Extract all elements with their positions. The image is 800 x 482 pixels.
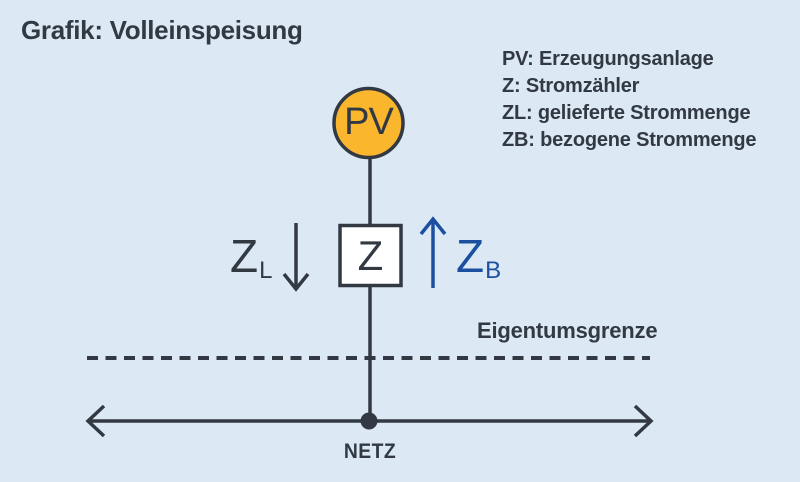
grid-label: NETZ	[343, 440, 397, 463]
z-delivered-label: ZL	[230, 230, 272, 283]
legend-item-pv: PV: Erzeugungsanlage	[502, 48, 714, 70]
meter-box	[338, 223, 403, 288]
right-arrowhead-icon	[633, 404, 654, 438]
pv-circle	[332, 86, 405, 160]
z-drawn-subscript: B	[485, 257, 502, 284]
legend-item-zb: ZB: bezogene Strommenge	[502, 129, 757, 151]
legend-item-z: Z: Stromzähler	[502, 75, 640, 97]
z-delivered-subscript: L	[259, 257, 273, 284]
property-boundary-label: Eigentumsgrenze	[477, 318, 658, 343]
page-title: Grafik: Volleinspeisung	[21, 15, 303, 45]
legend: PV: Erzeugungsanlage Z: Stromzähler ZL: …	[502, 46, 757, 154]
z-delivered-base: Z	[230, 230, 259, 282]
meter-box-label: Z	[357, 231, 384, 279]
up-arrow-icon	[419, 216, 447, 288]
left-arrowhead-icon	[85, 404, 106, 438]
legend-item-zl: ZL: gelieferte Strommenge	[502, 102, 751, 124]
connection-node-dot	[360, 412, 378, 430]
down-arrow-icon	[282, 223, 310, 292]
z-drawn-label: ZB	[456, 230, 501, 283]
pv-circle-label: PV	[344, 101, 394, 143]
z-drawn-base: Z	[456, 230, 485, 282]
